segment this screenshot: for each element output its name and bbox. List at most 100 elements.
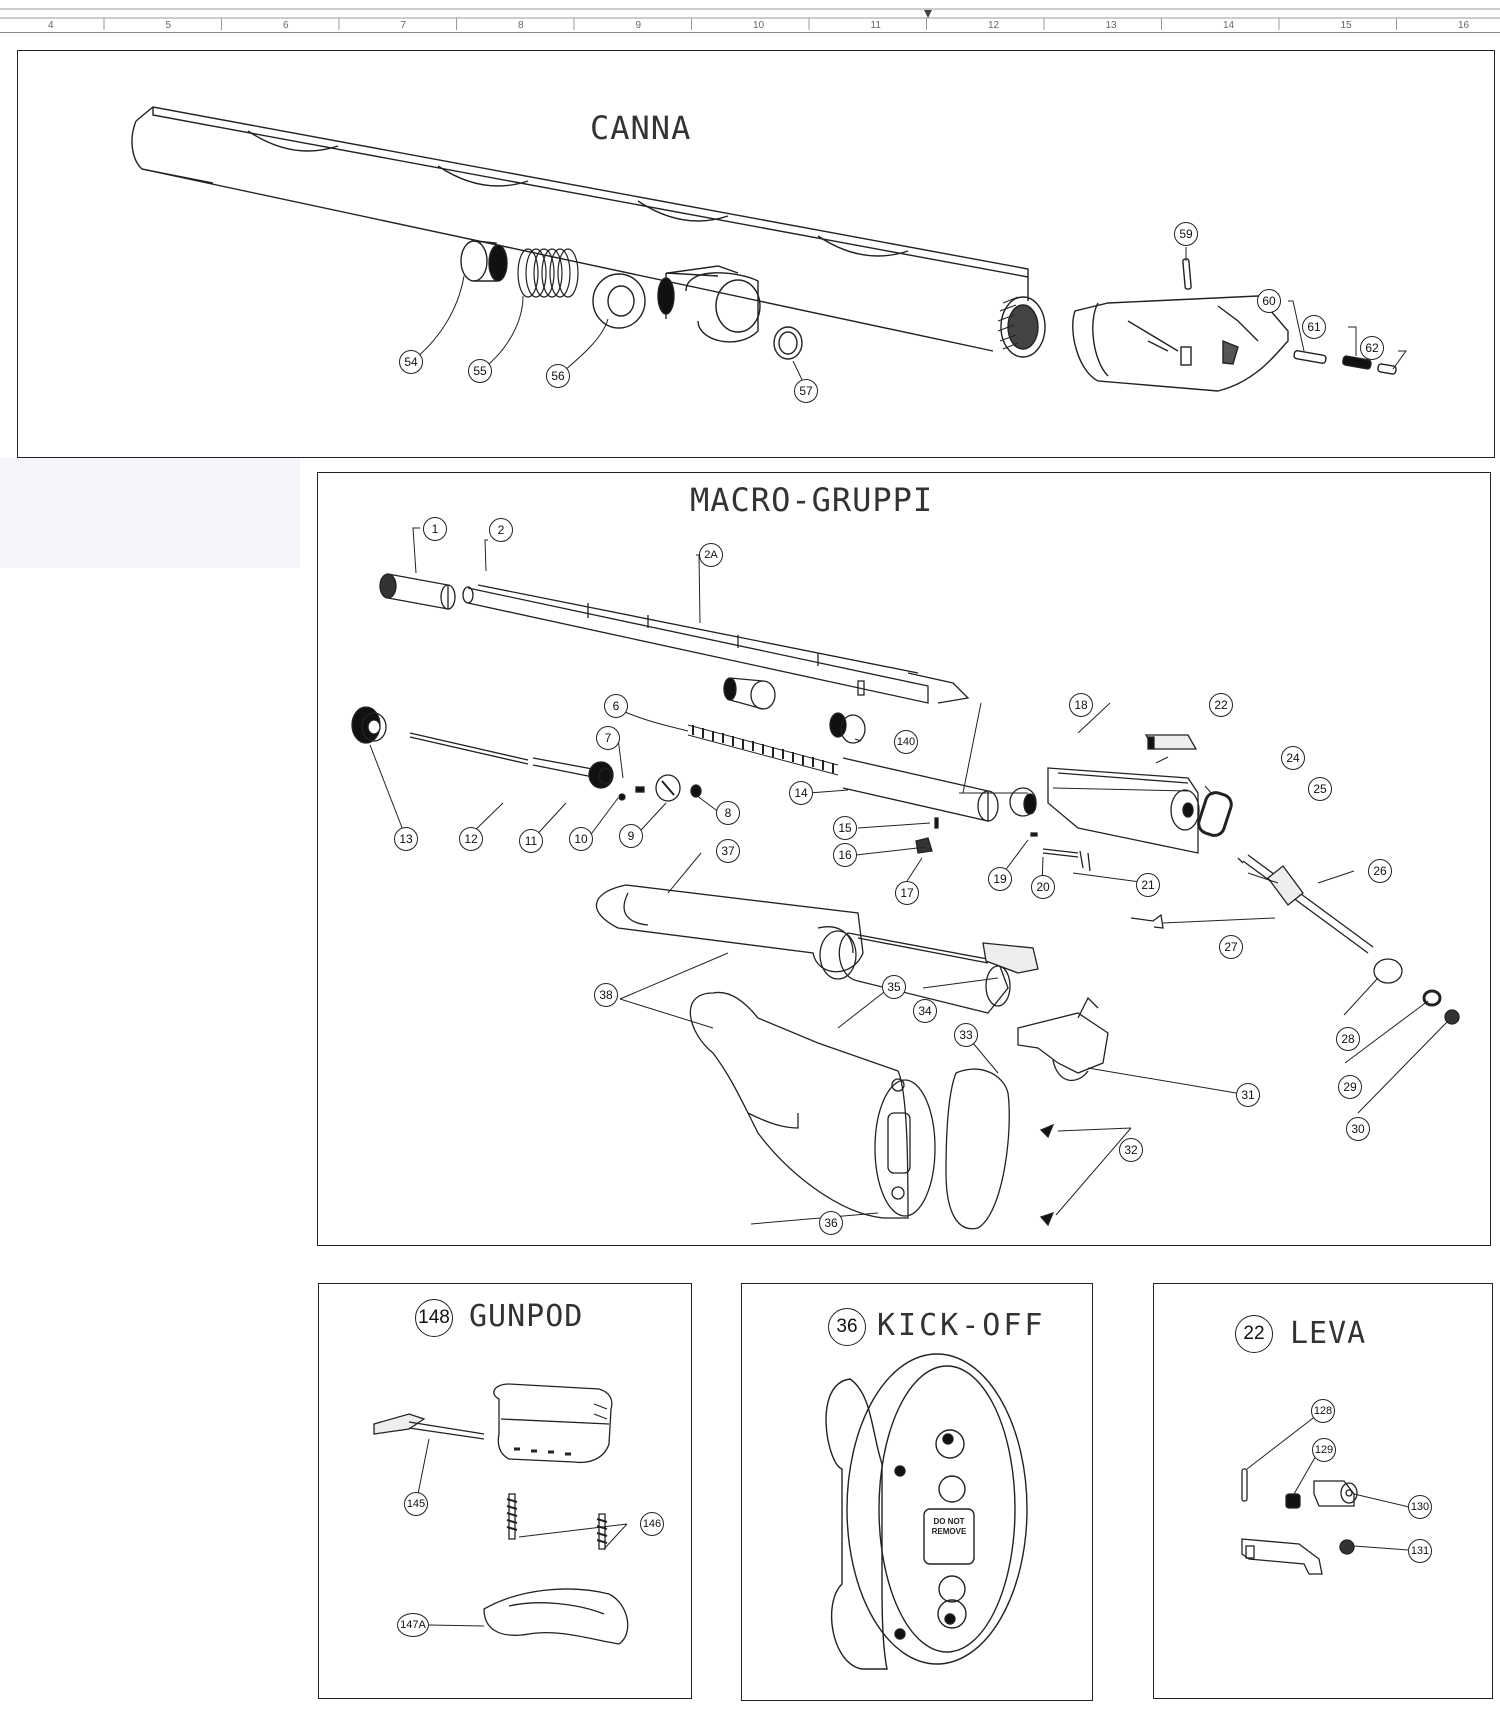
canna-title: CANNA <box>590 109 692 147</box>
callout-140[interactable]: 140 <box>894 730 918 754</box>
callout-32[interactable]: 32 <box>1119 1138 1143 1162</box>
callout-16[interactable]: 16 <box>833 843 857 867</box>
callout-56[interactable]: 56 <box>546 364 570 388</box>
part-27-drawing <box>1130 913 1164 929</box>
ruler-tick-label: 13 <box>1106 20 1118 31</box>
part-54-drawing <box>460 240 508 282</box>
ruler-tick-label: 4 <box>48 20 54 31</box>
leva-title: LEVA <box>1290 1316 1367 1351</box>
part-26-rod <box>1237 854 1374 954</box>
callout-131[interactable]: 131 <box>1408 1539 1432 1563</box>
callout-21[interactable]: 21 <box>1136 873 1160 897</box>
barrel-drawing <box>131 106 1046 358</box>
screws-146 <box>506 1493 608 1550</box>
gunpod-title: GUNPOD <box>469 1299 584 1334</box>
callout-19[interactable]: 19 <box>988 867 1012 891</box>
callout-13[interactable]: 13 <box>394 827 418 851</box>
callout-60[interactable]: 60 <box>1257 289 1281 313</box>
receiver-drawing <box>1047 767 1200 854</box>
ruler-tick-label: 12 <box>988 20 1000 31</box>
callout-62[interactable]: 62 <box>1360 336 1384 360</box>
leva-panel: 22 LEVA 128 129 130 131 <box>1153 1283 1493 1699</box>
callout-59[interactable]: 59 <box>1174 222 1198 246</box>
gunpod-drawing <box>373 1383 629 1645</box>
callout-15[interactable]: 15 <box>833 816 857 840</box>
ruler-tick-label: 5 <box>166 20 172 31</box>
gunpod-panel: 148 GUNPOD 145 146 147A <box>318 1283 692 1699</box>
callout-24[interactable]: 24 <box>1281 746 1305 770</box>
part-130-drawing <box>1313 1480 1358 1507</box>
callout-29[interactable]: 29 <box>1338 1075 1362 1099</box>
callout-25[interactable]: 25 <box>1308 777 1332 801</box>
callout-10[interactable]: 10 <box>569 827 593 851</box>
callout-1[interactable]: 1 <box>423 517 447 541</box>
callout-11[interactable]: 11 <box>519 829 543 853</box>
callout-18[interactable]: 18 <box>1069 693 1093 717</box>
ruler-tick-label: 16 <box>1458 20 1470 31</box>
parts-28-30 <box>1373 958 1460 1025</box>
callout-146[interactable]: 146 <box>640 1512 664 1536</box>
part-22-drawing <box>1144 734 1198 750</box>
callout-34[interactable]: 34 <box>913 999 937 1023</box>
callout-9[interactable]: 9 <box>619 824 643 848</box>
ruler-tick-label: 8 <box>518 20 524 31</box>
callout-20[interactable]: 20 <box>1031 875 1055 899</box>
callout-30[interactable]: 30 <box>1346 1117 1370 1141</box>
callout-22[interactable]: 22 <box>1209 693 1233 717</box>
part-18-drawing <box>1009 787 1037 817</box>
callout-54[interactable]: 54 <box>399 350 423 374</box>
small-parts-7-10 <box>618 774 702 802</box>
callout-130[interactable]: 130 <box>1408 1495 1432 1519</box>
part-6-spring <box>687 724 839 776</box>
canna-drawing <box>131 106 1407 392</box>
callout-37[interactable]: 37 <box>716 839 740 863</box>
callout-57[interactable]: 57 <box>794 379 818 403</box>
tube-bracket-drawing <box>723 677 776 710</box>
callout-145[interactable]: 145 <box>404 1492 428 1516</box>
callout-6[interactable]: 6 <box>604 694 628 718</box>
kickoff-pad-drawing <box>825 1353 1028 1670</box>
part-13-drawing <box>351 706 387 744</box>
forend-drawing <box>595 884 864 980</box>
callout-33[interactable]: 33 <box>954 1023 978 1047</box>
part-25-ring <box>1197 791 1233 837</box>
parts-15-17 <box>915 817 939 854</box>
callout-35[interactable]: 35 <box>882 975 906 999</box>
callout-8[interactable]: 8 <box>716 801 740 825</box>
callout-2[interactable]: 2 <box>489 518 513 542</box>
callout-7[interactable]: 7 <box>596 726 620 750</box>
macro-drawing <box>351 527 1460 1230</box>
ruler-tick-label: 6 <box>283 20 289 31</box>
callout-2A[interactable]: 2A <box>699 543 723 567</box>
part-145-clip <box>373 1413 485 1440</box>
bolt-carrier-34 <box>838 932 1039 1014</box>
part-14-tube <box>842 757 999 822</box>
callout-27[interactable]: 27 <box>1219 935 1243 959</box>
callout-147A[interactable]: 147A <box>397 1613 429 1637</box>
callout-129[interactable]: 129 <box>1312 1438 1336 1462</box>
leva-number-badge: 22 <box>1235 1315 1273 1353</box>
kickoff-drawing <box>825 1353 1028 1670</box>
callout-61[interactable]: 61 <box>1302 315 1326 339</box>
macro-gruppi-title: MACRO-GRUPPI <box>690 481 934 519</box>
part-57-ring <box>773 326 803 360</box>
callout-55[interactable]: 55 <box>468 359 492 383</box>
callout-128[interactable]: 128 <box>1311 1399 1335 1423</box>
ruler-tick-label: 9 <box>636 20 642 31</box>
part-12-rod <box>409 732 529 765</box>
callout-17[interactable]: 17 <box>895 881 919 905</box>
callout-38[interactable]: 38 <box>594 983 618 1007</box>
callout-28[interactable]: 28 <box>1336 1027 1360 1051</box>
spring-61 <box>1342 355 1372 370</box>
callout-36[interactable]: 36 <box>819 1211 843 1235</box>
callout-12[interactable]: 12 <box>459 827 483 851</box>
kickoff-number-badge: 36 <box>828 1308 866 1346</box>
screws-32 <box>1039 1123 1055 1227</box>
callout-14[interactable]: 14 <box>789 781 813 805</box>
magazine-tube-drawing <box>462 584 970 704</box>
callout-31[interactable]: 31 <box>1236 1083 1260 1107</box>
part-128-pin <box>1241 1468 1248 1502</box>
ruler-tick-label: 15 <box>1341 20 1353 31</box>
part-147A-strap <box>483 1588 629 1645</box>
callout-26[interactable]: 26 <box>1368 859 1392 883</box>
